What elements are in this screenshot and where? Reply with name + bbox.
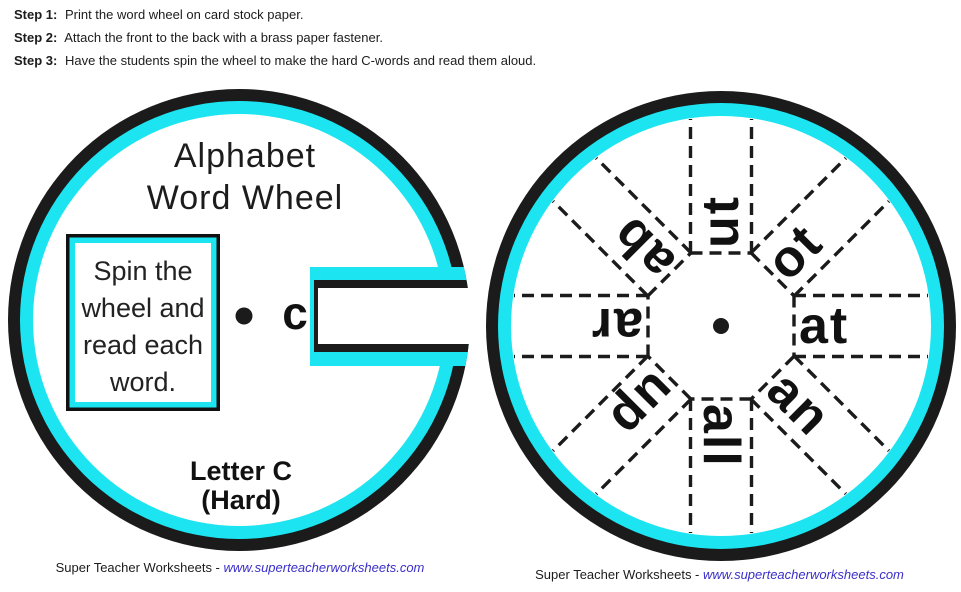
notch-window (318, 288, 487, 344)
dashed-fold-lines (514, 119, 928, 533)
step-1-label: Step 1: (14, 7, 58, 22)
wheel-title-line1: Alphabet (174, 137, 316, 175)
fold-lane-0 (792, 293, 928, 359)
fold-lane-1 (749, 354, 891, 496)
step-3-label: Step 3: (14, 53, 58, 68)
step-line-3: Step 3: Have the students spin the wheel… (14, 49, 536, 72)
step-line-1: Step 1: Print the word wheel on card sto… (14, 3, 536, 26)
instruction-box-face (75, 243, 211, 402)
fold-lane-3 (551, 354, 693, 496)
instruction-line-2: wheel and (80, 293, 204, 323)
footer-front: Super Teacher Worksheets - www.superteac… (0, 560, 480, 575)
word-slot-ar: ar (590, 297, 643, 355)
instruction-line-4: word. (109, 367, 176, 397)
fold-lane-4 (514, 293, 650, 359)
step-line-2: Step 2: Attach the front to the back wit… (14, 26, 536, 49)
step-2-text: Attach the front to the back with a bras… (64, 30, 383, 45)
instruction-line-3: read each (83, 330, 203, 360)
footer-back-text: Super Teacher Worksheets - (535, 567, 704, 582)
footer-front-link[interactable]: www.superteacherworksheets.com (223, 560, 425, 575)
fold-lane-5 (551, 156, 693, 298)
footer-front-text: Super Teacher Worksheets - (55, 560, 224, 575)
window-letter: c (282, 287, 308, 339)
instruction-line-1: Spin the (93, 256, 192, 286)
footer-back: Super Teacher Worksheets - www.superteac… (478, 567, 961, 582)
fastener-dot-icon (235, 307, 253, 325)
fold-lane-2 (688, 397, 754, 533)
front-wheel: Alphabet Word Wheel Spin the wheel and r… (8, 89, 487, 551)
word-slot-all: all (692, 404, 750, 468)
worksheet-steps: Step 1: Print the word wheel on card sto… (14, 3, 536, 72)
wheel-title-line2: Word Wheel (147, 179, 343, 217)
word-slot-ut: ut (692, 195, 750, 248)
fastener-dot-icon (713, 318, 729, 334)
step-2-label: Step 2: (14, 30, 58, 45)
spinner-notch (310, 267, 487, 366)
word-slot-at: at (799, 297, 849, 355)
fold-lane-6 (688, 119, 754, 255)
footer-back-link[interactable]: www.superteacherworksheets.com (703, 567, 904, 582)
fold-lane-7 (749, 156, 891, 298)
wheel-label-line1: Letter C (190, 456, 292, 486)
step-1-text: Print the word wheel on card stock paper… (64, 7, 304, 22)
wheel-label-line2: (Hard) (201, 485, 281, 515)
back-wheel: at ot ut ab ar up all an (486, 91, 956, 561)
step-3-text: Have the students spin the wheel to make… (64, 53, 537, 68)
instruction-box: Spin the wheel and read each word. (66, 234, 220, 411)
